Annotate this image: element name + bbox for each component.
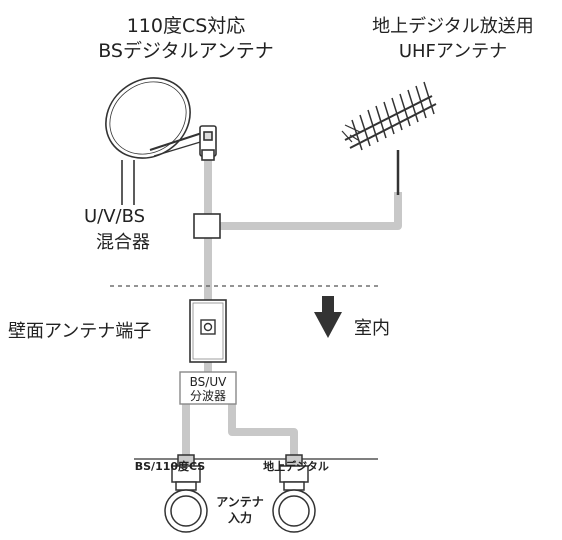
splitter-label-line1: BS/UV <box>190 375 227 389</box>
mixer-label-line2: 混合器 <box>96 232 150 253</box>
uhf-antenna-label-line2: UHFアンテナ <box>399 41 507 62</box>
antenna-input-label-line1: アンテナ <box>216 495 264 509</box>
mixer-box <box>193 213 221 239</box>
splitter-label-line2: 分波器 <box>190 389 226 403</box>
cables <box>182 160 402 455</box>
bs-input-label: BS/110度CS <box>135 459 206 473</box>
wall-terminal-label: 壁面アンテナ端子 <box>8 321 151 342</box>
bs-antenna-label-line2: BSデジタルアンテナ <box>98 40 274 62</box>
terrestrial-input-label: 地上デジタル <box>263 459 329 473</box>
splitter-to-terrestrial-input-cable <box>228 403 298 455</box>
down-arrow-icon <box>314 296 342 338</box>
uhf-yagi-antenna <box>341 81 437 151</box>
uhf-antenna-label-line1: 地上デジタル放送用 <box>372 16 534 37</box>
splitter-box <box>179 371 237 405</box>
indoor-label: 室内 <box>354 318 390 339</box>
mixer-label-line1: U/V/BS <box>84 206 145 227</box>
bs-dish-antenna <box>105 77 217 205</box>
bs-input-connector <box>164 454 208 533</box>
terrestrial-input-connector <box>272 454 316 533</box>
bs-antenna-label-line1: 110度CS対応 <box>127 15 246 37</box>
antenna-input-label-line2: 入力 <box>228 510 252 525</box>
wall-antenna-terminal <box>189 299 227 363</box>
uhf-antenna-cable <box>220 192 402 230</box>
